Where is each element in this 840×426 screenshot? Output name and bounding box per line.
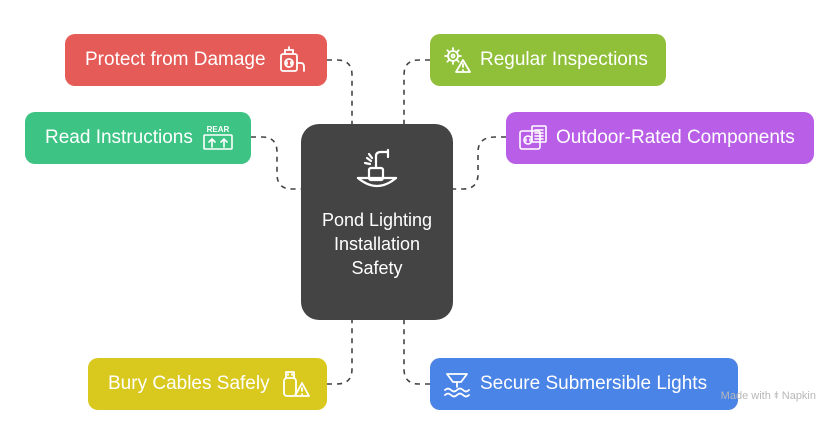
node-label: Protect from Damage <box>85 49 266 70</box>
node-read-instructions: Read Instructions REAR <box>25 112 251 164</box>
center-title: Pond Lighting Installation Safety <box>321 210 433 278</box>
connector-inspect <box>403 59 430 124</box>
connector-protect <box>327 59 353 124</box>
node-label: Secure Submersible Lights <box>480 373 708 394</box>
protected-outlet-icon <box>276 45 306 75</box>
node-label: Bury Cables Safely <box>108 373 270 394</box>
node-protect-from-damage: Protect from Damage <box>65 34 327 86</box>
node-label: Read Instructions <box>45 127 193 148</box>
node-label: Regular Inspections <box>480 49 648 70</box>
connector-secure <box>403 320 430 385</box>
rated-components-icon <box>518 123 548 153</box>
watermark: Made with ⯒ Napkin <box>720 390 816 402</box>
pond-light-icon <box>356 148 398 188</box>
rear-arrows-icon: REAR <box>203 123 233 153</box>
connector-bury <box>327 320 353 385</box>
center-topic: Pond Lighting Installation Safety <box>301 124 453 320</box>
submersible-light-icon <box>442 369 472 399</box>
usb-warning-icon <box>280 369 310 399</box>
connector-read <box>251 136 301 190</box>
gear-warning-icon <box>442 45 472 75</box>
node-label: Outdoor-Rated Components <box>556 127 795 148</box>
node-outdoor-rated-components: Outdoor-Rated Components <box>506 112 814 164</box>
connector-outdoor <box>453 136 506 190</box>
node-secure-submersible-lights: Secure Submersible Lights <box>430 358 738 410</box>
node-bury-cables-safely: Bury Cables Safely <box>88 358 327 410</box>
rear-label: REAR <box>207 125 230 134</box>
node-regular-inspections: Regular Inspections <box>430 34 666 86</box>
